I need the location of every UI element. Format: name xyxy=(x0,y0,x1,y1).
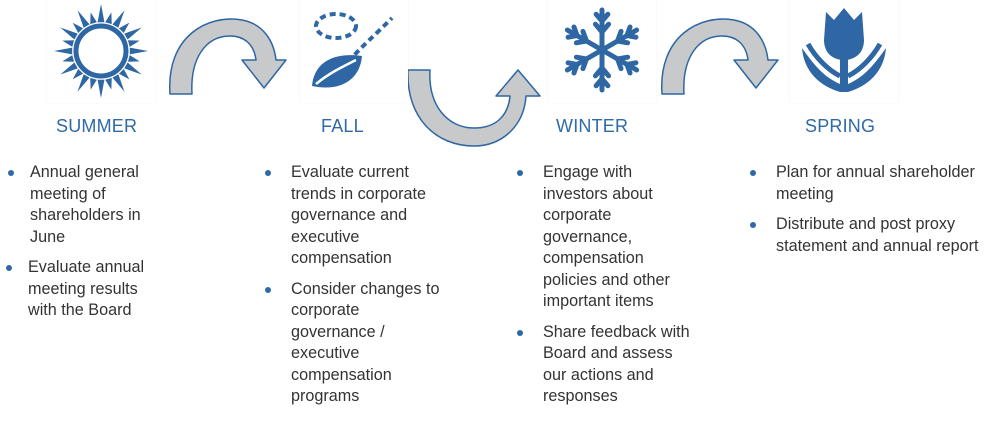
snowflake-stroke xyxy=(624,60,639,67)
list-item: Consider changes to corporate governance… xyxy=(265,279,440,408)
tulip-icon xyxy=(802,8,886,92)
winter-icon-tile xyxy=(548,0,656,103)
sun-ray xyxy=(105,77,112,90)
sun-ray xyxy=(72,22,84,34)
list-item-text: Plan for annual shareholder meeting xyxy=(776,163,975,203)
list-item-text: Consider changes to corporate governance… xyxy=(291,279,440,406)
arrow-winter-to-spring xyxy=(661,18,779,95)
list-item: Share feedback with Board and assess our… xyxy=(515,322,700,408)
bullet-dot xyxy=(265,286,271,293)
sun-ray xyxy=(62,40,75,47)
snowflake-icon xyxy=(564,7,640,93)
snowflake-stroke xyxy=(571,61,580,76)
bullet-dot xyxy=(750,170,756,176)
snowflake-stroke xyxy=(592,21,605,35)
bullet-dot xyxy=(517,170,523,176)
snowflake-stroke xyxy=(615,28,624,44)
sun-ray xyxy=(105,12,112,25)
list-item-text: Engage with investors about corporate go… xyxy=(543,163,670,310)
arrow-fall-to-winter xyxy=(407,69,541,147)
season-title-summer: SUMMER xyxy=(56,116,138,136)
list-item: Evaluate current trends in corporate gov… xyxy=(265,162,440,270)
season-spring: SPRING Plan for annual shareholder meeti… xyxy=(750,0,1000,447)
sun-ray xyxy=(90,12,97,25)
season-winter: WINTER Engage with investors about corpo… xyxy=(500,0,750,447)
bullet-dot xyxy=(8,170,14,176)
spring-icon-tile xyxy=(790,0,898,103)
sun-ray xyxy=(72,68,84,80)
snowflake-stroke xyxy=(615,54,631,62)
snowflake-stroke xyxy=(624,24,633,39)
season-title-spring: SPRING xyxy=(805,116,876,136)
bullet-dot xyxy=(750,222,756,228)
sun-ray xyxy=(112,10,125,28)
sun-ray xyxy=(118,68,130,80)
spring-bullet-list: Plan for annual shareholder meeting Dist… xyxy=(750,162,1000,266)
snowflake-stroke xyxy=(593,11,605,24)
sun-ray xyxy=(112,74,125,92)
sun-ray xyxy=(97,4,105,23)
winter-bullet-list: Engage with investors about corporate go… xyxy=(515,162,700,417)
list-item: Engage with investors about corporate go… xyxy=(515,162,700,313)
snowflake-stroke xyxy=(565,33,580,40)
sun-ray xyxy=(60,62,78,75)
list-item: Distribute and post proxy statement and … xyxy=(750,214,1000,257)
summer-icon-tile xyxy=(47,0,155,103)
sun-ray xyxy=(97,79,105,98)
sun-ray xyxy=(60,27,78,40)
snowflake-stroke xyxy=(580,56,589,72)
fall-bullet-list: Evaluate current trends in corporate gov… xyxy=(265,162,440,417)
sun-ray xyxy=(124,62,142,75)
list-item-text: Share feedback with Board and assess our… xyxy=(543,322,690,406)
sun-ray xyxy=(124,27,142,40)
bullet-dot xyxy=(517,329,523,336)
season-title-winter: WINTER xyxy=(556,116,629,136)
season-summer: SUMMER Annual general meeting of shareho… xyxy=(0,0,250,447)
sun-ray xyxy=(77,74,90,92)
snowflake-stroke xyxy=(599,65,612,79)
list-item-text: Evaluate annual meeting results with the… xyxy=(28,258,145,319)
leaf-icon xyxy=(312,12,394,88)
season-title-fall: FALL xyxy=(321,116,364,136)
list-item: Annual general meeting of shareholders i… xyxy=(8,162,168,248)
bullet-dot xyxy=(265,170,271,176)
sun-ray xyxy=(127,55,140,62)
list-item-text: Annual general meeting of shareholders i… xyxy=(30,163,141,246)
sun-ray xyxy=(118,22,130,34)
sun-ray xyxy=(77,10,90,28)
sun-ray xyxy=(62,55,75,62)
sun-ray xyxy=(54,47,73,55)
list-item-text: Distribute and post proxy statement and … xyxy=(776,215,979,255)
list-item-text: Evaluate current trends in corporate gov… xyxy=(291,163,426,267)
sun-ray xyxy=(129,47,148,55)
fall-icon-tile xyxy=(300,0,408,103)
sun-ray xyxy=(90,77,97,90)
bullet-dot xyxy=(6,265,12,271)
season-fall: FALL Evaluate current trends in corporat… xyxy=(250,0,500,447)
snowflake-stroke xyxy=(573,38,589,46)
sun-ray xyxy=(127,40,140,47)
summer-bullet-list: Annual general meeting of shareholders i… xyxy=(6,162,168,331)
list-item: Plan for annual shareholder meeting xyxy=(750,162,1000,205)
snowflake-stroke xyxy=(599,76,611,89)
arrow-summer-to-fall xyxy=(169,18,287,95)
list-item: Evaluate annual meeting results with the… xyxy=(6,257,168,322)
sun-icon xyxy=(54,4,148,98)
